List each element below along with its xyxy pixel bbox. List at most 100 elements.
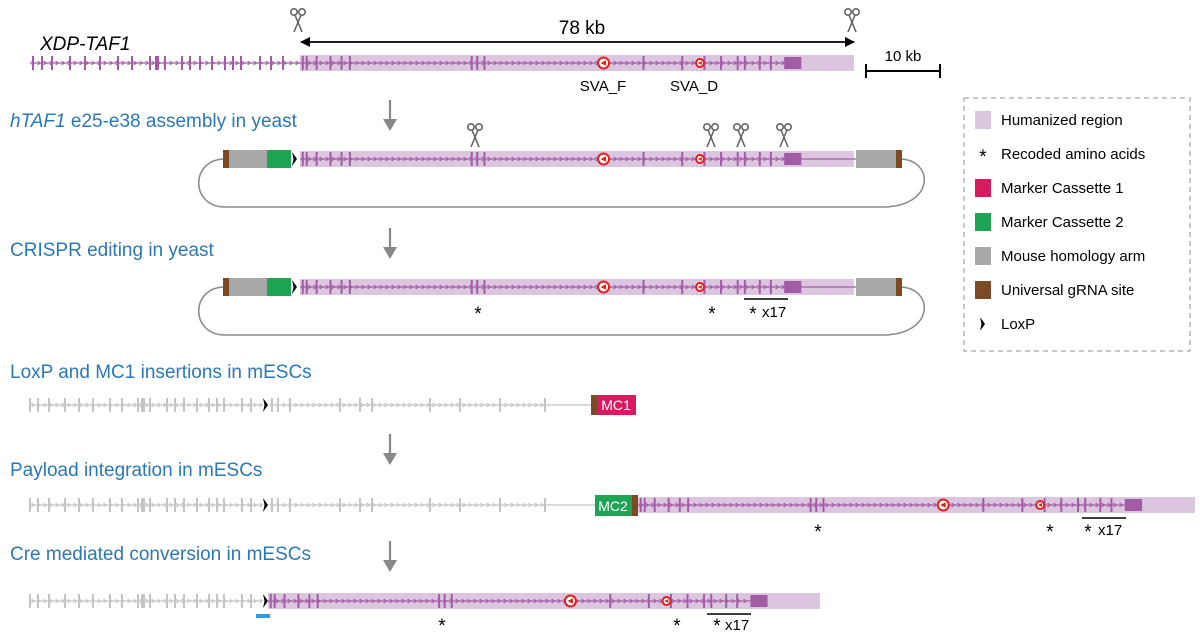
- direction-chevron: [235, 502, 240, 508]
- direction-chevron: [587, 598, 592, 604]
- direction-chevron: [759, 502, 764, 508]
- exon-mark: [289, 498, 291, 512]
- direction-chevron: [657, 502, 662, 508]
- exon-mark: [301, 152, 304, 166]
- direction-chevron: [55, 402, 60, 408]
- direction-chevron: [415, 60, 420, 66]
- direction-chevron: [306, 502, 311, 508]
- exon-mark: [305, 280, 308, 294]
- direction-chevron: [348, 402, 353, 408]
- direction-chevron: [401, 598, 406, 604]
- exon-mark: [315, 152, 318, 166]
- direction-chevron: [361, 156, 366, 162]
- direction-chevron: [745, 284, 750, 290]
- direction-chevron: [645, 502, 650, 508]
- exon-mark: [681, 152, 684, 166]
- direction-chevron: [427, 156, 432, 162]
- direction-chevron: [528, 502, 533, 508]
- direction-chevron: [229, 402, 234, 408]
- direction-chevron: [451, 284, 456, 290]
- direction-chevron: [133, 402, 138, 408]
- direction-chevron: [693, 502, 698, 508]
- direction-chevron: [355, 60, 360, 66]
- direction-chevron: [683, 598, 688, 604]
- direction-chevron: [157, 402, 162, 408]
- direction-chevron: [211, 402, 216, 408]
- direction-chevron: [312, 502, 317, 508]
- direction-chevron: [432, 402, 437, 408]
- exon-mark: [37, 594, 39, 608]
- direction-chevron: [523, 156, 528, 162]
- direction-chevron: [330, 502, 335, 508]
- direction-chevron: [229, 502, 234, 508]
- direction-chevron: [641, 598, 646, 604]
- direction-chevron: [735, 502, 740, 508]
- direction-chevron: [49, 598, 54, 604]
- direction-chevron: [517, 156, 522, 162]
- direction-chevron: [61, 60, 66, 66]
- direction-chevron: [765, 502, 770, 508]
- direction-chevron: [169, 60, 174, 66]
- direction-chevron: [391, 60, 396, 66]
- direction-chevron: [751, 156, 756, 162]
- step-label: Cre mediated conversion in mESCs: [10, 544, 311, 565]
- exon-mark: [316, 594, 319, 608]
- exon-mark: [109, 498, 111, 512]
- exon-mark: [29, 594, 31, 608]
- direction-chevron: [933, 502, 938, 508]
- exon-mark: [720, 56, 723, 70]
- direction-chevron: [49, 502, 54, 508]
- direction-chevron: [217, 598, 222, 604]
- direction-chevron: [553, 156, 558, 162]
- direction-chevron: [1065, 502, 1070, 508]
- exon-mark: [1077, 498, 1080, 512]
- direction-chevron: [271, 60, 276, 66]
- direction-chevron: [873, 502, 878, 508]
- direction-chevron: [1029, 502, 1034, 508]
- direction-chevron: [741, 502, 746, 508]
- direction-chevron: [771, 502, 776, 508]
- direction-chevron: [457, 156, 462, 162]
- direction-chevron: [115, 598, 120, 604]
- direction-chevron: [739, 284, 744, 290]
- direction-chevron: [421, 60, 426, 66]
- direction-chevron: [775, 284, 780, 290]
- direction-chevron: [151, 60, 156, 66]
- direction-chevron: [253, 598, 258, 604]
- direction-chevron: [541, 156, 546, 162]
- exon-mark: [199, 56, 201, 70]
- utr-block: [1124, 499, 1143, 511]
- exon-mark: [109, 594, 111, 608]
- gRNA-site: [223, 150, 229, 168]
- loxp-marker: [263, 594, 268, 608]
- direction-chevron: [348, 502, 353, 508]
- direction-chevron: [67, 502, 72, 508]
- direction-chevron: [97, 402, 102, 408]
- exon-mark: [241, 594, 243, 608]
- direction-chevron: [366, 502, 371, 508]
- direction-chevron: [115, 402, 120, 408]
- exon-mark: [429, 498, 431, 512]
- direction-chevron: [282, 502, 287, 508]
- direction-chevron: [337, 60, 342, 66]
- plasmid-loop: [198, 286, 925, 336]
- mc1-label: MC1: [601, 397, 631, 413]
- direction-chevron: [613, 284, 618, 290]
- direction-chevron: [709, 60, 714, 66]
- direction-chevron: [277, 60, 282, 66]
- gRNA-site: [896, 150, 902, 168]
- direction-chevron: [927, 502, 932, 508]
- direction-chevron: [505, 156, 510, 162]
- direction-chevron: [493, 60, 498, 66]
- direction-chevron: [127, 60, 132, 66]
- gRNA-site: [223, 278, 229, 296]
- direction-chevron: [414, 502, 419, 508]
- direction-chevron: [391, 156, 396, 162]
- direction-chevron: [535, 60, 540, 66]
- direction-chevron: [444, 502, 449, 508]
- direction-chevron: [655, 284, 660, 290]
- direction-chevron: [300, 502, 305, 508]
- direction-chevron: [1017, 502, 1022, 508]
- direction-chevron: [235, 402, 240, 408]
- step-label: CRISPR editing in yeast: [10, 240, 215, 261]
